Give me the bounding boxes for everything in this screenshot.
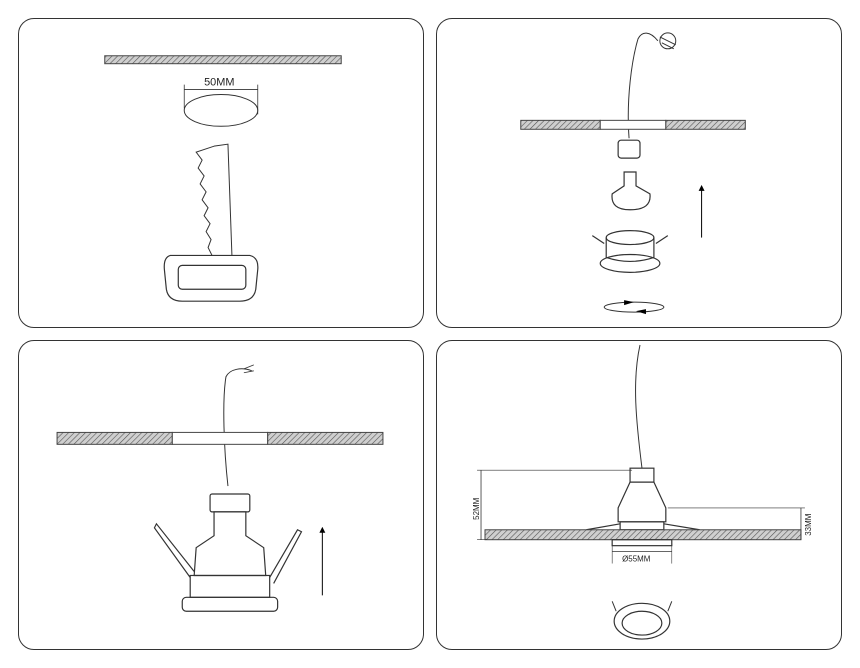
power-cable [223,368,252,487]
hole-outline [183,94,259,127]
bulb-icon [611,171,651,211]
rotate-arrows-icon [603,301,665,313]
fixture-trim [611,539,673,547]
fixture-underside-outer [613,602,671,640]
hole-diameter-label: 50MM [204,77,234,89]
fixture-collar [619,521,665,531]
fixture-housing [617,481,667,523]
bulb-icon [193,511,267,577]
lamp-socket [629,467,655,483]
saw-handle [163,254,259,302]
insert-fixture-diagram [56,364,384,612]
fixture-spring-left [586,523,621,531]
lamp-socket [617,139,641,159]
panel-insert-fixture [18,340,424,650]
saw-handle-grip [177,264,247,290]
connect-lamp-diagram [520,32,746,315]
power-cable [627,32,659,139]
fixture-spring-right [655,235,669,245]
power-cable [635,344,643,469]
ceiling-board [484,529,802,541]
lamp-socket [209,493,251,513]
height-33-label: 33MM [804,514,813,536]
saw-blade [195,143,233,256]
fixture-spring-right [269,528,303,584]
fixture-underside-inner [621,610,663,636]
ceiling-hole [171,431,269,445]
ceiling-board-right [267,431,384,445]
fixture-spring-left [153,522,195,578]
height-52-label: 52MM [472,498,481,520]
fixture-flange [599,253,661,273]
fixture-ring-top [605,230,655,246]
fixture-flange [181,596,279,612]
fixture-spring-right [663,523,700,531]
fixture-spring-left [591,235,605,245]
ceiling-hole [599,119,667,130]
ceiling-board-right [665,119,746,130]
cut-hole-diagram: 50MM [104,55,342,302]
dimensions-diagram: 52MM 33MM Ø55MM [472,344,813,640]
fixture-body [605,237,655,263]
panel-connect-lamp [436,18,842,328]
ceiling-board-left [56,431,173,445]
ceiling-board [104,55,342,65]
ceiling-board-left [520,119,601,130]
cutout-diameter-label: Ø55MM [622,555,650,564]
wire-connector-icon [659,32,677,50]
panel-cut-hole: 50MM [18,18,424,328]
fixture-body [189,574,271,598]
panel-dimensions: 52MM 33MM Ø55MM [436,340,842,650]
